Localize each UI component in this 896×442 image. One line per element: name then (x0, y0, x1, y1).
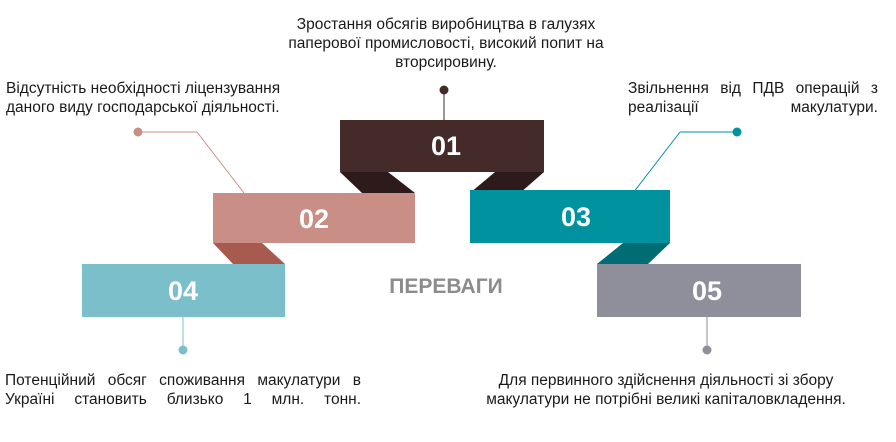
item-02-text: Відсутність необхідності ліцензування да… (6, 80, 281, 116)
item-05-text: Для первинного здійснення діяльності зі … (486, 372, 846, 408)
item-01-text: Зростання обсягів виробництва в галузях … (288, 16, 604, 71)
item-04-text: Потенційний обсяг споживання макулатури … (5, 372, 361, 408)
block-04 (82, 264, 285, 317)
number-03: 03 (561, 202, 591, 232)
block-05 (597, 264, 801, 317)
connector-line-03b (632, 131, 681, 194)
connector-dot-04 (178, 345, 188, 355)
item-03-text: Звільнення від ПДВ операцій з реалізації… (628, 80, 878, 116)
fold-03 (597, 243, 670, 264)
connector-dot-02 (133, 127, 143, 137)
block-01 (340, 120, 544, 172)
block-03 (470, 190, 670, 243)
block-02 (213, 193, 415, 243)
center-label: ПЕРЕВАГИ (389, 275, 502, 298)
connector-dot-05 (702, 345, 712, 355)
fold-02 (213, 243, 285, 264)
number-04: 04 (168, 276, 198, 306)
fold-01-left (340, 172, 415, 193)
connector-dot-03 (732, 127, 742, 137)
number-02: 02 (299, 204, 329, 234)
number-01: 01 (431, 131, 461, 161)
connector-dot-01 (439, 85, 449, 95)
number-05: 05 (692, 276, 722, 306)
fold-01-right (470, 172, 544, 193)
connector-line-02b (196, 131, 245, 194)
